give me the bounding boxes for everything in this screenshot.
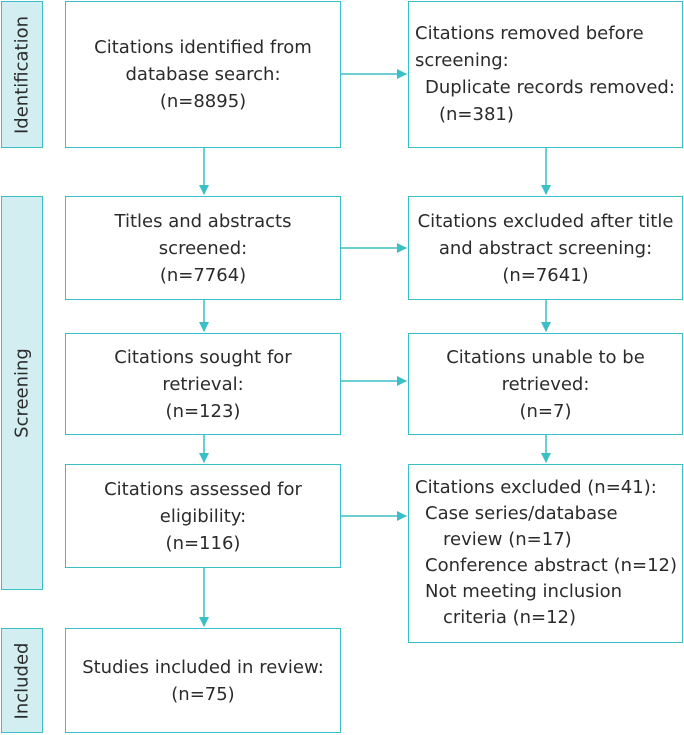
identified-line-2: database search:: [125, 64, 281, 85]
box-citations-assessed: Citations assessed for eligibility: (n=1…: [65, 464, 341, 568]
screened-line-3: (n=7764): [159, 264, 247, 286]
removed-line-4: (n=381): [439, 104, 514, 125]
screened-line-1: Titles and abstracts: [114, 210, 292, 232]
assessed-line-1: Citations assessed for: [104, 478, 302, 500]
sought-line-3: (n=123): [165, 400, 241, 422]
excluded-title-line-1: Citations excluded after title: [417, 210, 674, 232]
box-citations-removed-before-screening: Citations removed before screening: Dupl…: [408, 1, 683, 148]
box-studies-included: Studies included in review: (n=75): [65, 628, 341, 733]
excluded-full-line-6: criteria (n=12): [443, 607, 577, 628]
excluded-title-line-3: (n=7641): [502, 264, 589, 286]
included-line-1: Studies included in review:: [82, 656, 324, 678]
stage-screening: Screening: [1, 196, 43, 590]
excluded-full-line-1: Citations excluded (n=41):: [415, 477, 657, 498]
identified-line-3: (n=8895): [159, 91, 247, 112]
box-citations-not-retrieved: Citations unable to be retrieved: (n=7): [408, 333, 683, 435]
assessed-line-3: (n=116): [165, 532, 241, 554]
box-citations-excluded-full-text: Citations excluded (n=41): Case series/d…: [408, 464, 683, 643]
box-titles-abstracts-screened: Titles and abstracts screened: (n=7764): [65, 196, 341, 300]
excluded-full-line-4: Conference abstract (n=12): [425, 555, 678, 576]
included-line-2: (n=75): [171, 683, 235, 705]
stage-included: Included: [1, 628, 43, 733]
removed-line-3: Duplicate records removed:: [425, 77, 675, 98]
box-citations-sought: Citations sought for retrieval: (n=123): [65, 333, 341, 435]
screened-line-2: screened:: [158, 237, 248, 259]
excluded-full-line-3: review (n=17): [443, 529, 572, 550]
stage-identification: Identification: [1, 1, 43, 148]
identified-line-1: Citations identified from: [94, 37, 312, 58]
sought-line-1: Citations sought for: [114, 346, 292, 368]
removed-line-2: screening:: [415, 50, 509, 71]
sought-line-2: retrieval:: [162, 373, 244, 395]
box-citations-identified: Citations identified from database searc…: [65, 1, 341, 148]
not-retrieved-line-3: (n=7): [519, 400, 572, 422]
excluded-full-line-2: Case series/database: [425, 503, 618, 524]
removed-line-1: Citations removed before: [415, 23, 644, 44]
excluded-title-line-2: and abstract screening:: [438, 237, 653, 259]
not-retrieved-line-2: retrieved:: [501, 373, 590, 395]
not-retrieved-line-1: Citations unable to be: [446, 346, 645, 368]
assessed-line-2: eligibility:: [159, 505, 247, 527]
box-excluded-title-abstract: Citations excluded after title and abstr…: [408, 196, 683, 300]
excluded-full-line-5: Not meeting inclusion: [425, 581, 623, 602]
